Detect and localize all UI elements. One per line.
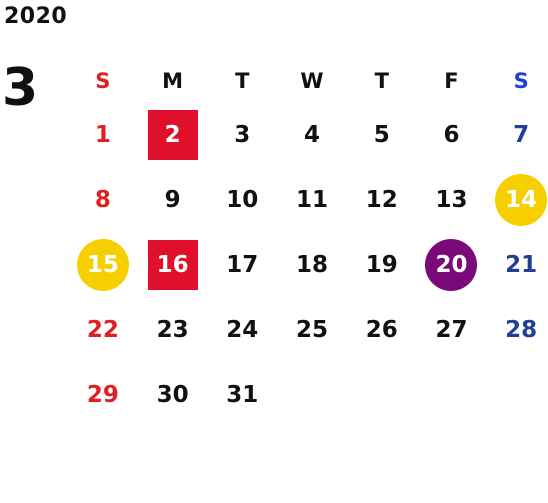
day-cell[interactable]: 24 bbox=[207, 297, 277, 362]
holiday-square-marker bbox=[147, 239, 198, 290]
day-cell[interactable]: 2 bbox=[138, 102, 208, 167]
day-cell[interactable]: 31 bbox=[207, 362, 277, 427]
purple-circle-marker bbox=[425, 238, 478, 291]
day-number: 5 bbox=[373, 121, 390, 148]
empty-day-cell bbox=[277, 362, 347, 427]
day-cell[interactable]: 27 bbox=[417, 297, 487, 362]
day-number: 30 bbox=[156, 381, 189, 408]
day-number: 9 bbox=[164, 186, 181, 213]
day-number: 24 bbox=[226, 316, 259, 343]
day-number: 1 bbox=[94, 121, 111, 148]
day-number: 7 bbox=[513, 121, 530, 148]
day-cell[interactable]: 23 bbox=[138, 297, 208, 362]
weekday-header-tuesday: T bbox=[235, 69, 250, 93]
day-cell[interactable]: 20 bbox=[417, 232, 487, 297]
weekday-header-cell: M bbox=[138, 60, 208, 102]
day-number: 29 bbox=[86, 381, 119, 408]
day-cell[interactable]: 22 bbox=[68, 297, 138, 362]
weekday-header-saturday: S bbox=[513, 69, 529, 93]
weekday-header-thursday: T bbox=[374, 69, 389, 93]
day-cell[interactable]: 19 bbox=[347, 232, 417, 297]
day-number: 26 bbox=[365, 316, 398, 343]
day-cell[interactable]: 14 bbox=[486, 167, 548, 232]
day-number: 18 bbox=[296, 251, 329, 278]
weekday-header-sunday: S bbox=[95, 69, 111, 93]
calendar-year: 2020 bbox=[4, 4, 68, 29]
weekday-header-cell: F bbox=[417, 60, 487, 102]
day-number: 16 bbox=[156, 251, 189, 278]
day-number: 11 bbox=[296, 186, 329, 213]
weekday-header-friday: F bbox=[444, 69, 459, 93]
day-cell[interactable]: 16 bbox=[138, 232, 208, 297]
day-cell[interactable]: 9 bbox=[138, 167, 208, 232]
day-cell[interactable]: 1 bbox=[68, 102, 138, 167]
day-number: 20 bbox=[435, 251, 468, 278]
day-number: 12 bbox=[365, 186, 398, 213]
day-cell[interactable]: 17 bbox=[207, 232, 277, 297]
day-number: 10 bbox=[226, 186, 259, 213]
week-row: 29 30 31 bbox=[68, 362, 548, 427]
day-number: 27 bbox=[435, 316, 468, 343]
day-number: 3 bbox=[234, 121, 251, 148]
empty-day-cell bbox=[417, 362, 487, 427]
yellow-circle-marker bbox=[76, 238, 129, 291]
day-number: 23 bbox=[156, 316, 189, 343]
day-cell[interactable]: 13 bbox=[417, 167, 487, 232]
week-row: 22 23 24 25 26 27 28 bbox=[68, 297, 548, 362]
day-number: 17 bbox=[226, 251, 259, 278]
day-cell[interactable]: 28 bbox=[486, 297, 548, 362]
day-number: 22 bbox=[86, 316, 119, 343]
day-number: 13 bbox=[435, 186, 468, 213]
week-row: 8 9 10 11 12 13 14 bbox=[68, 167, 548, 232]
weekday-header-cell: S bbox=[486, 60, 548, 102]
empty-day-cell bbox=[486, 362, 548, 427]
day-cell[interactable]: 12 bbox=[347, 167, 417, 232]
day-cell[interactable]: 25 bbox=[277, 297, 347, 362]
empty-day-cell bbox=[347, 362, 417, 427]
day-number: 28 bbox=[505, 316, 538, 343]
day-cell[interactable]: 5 bbox=[347, 102, 417, 167]
day-cell[interactable]: 21 bbox=[486, 232, 548, 297]
weekday-header-wednesday: W bbox=[300, 69, 324, 93]
day-cell[interactable]: 15 bbox=[68, 232, 138, 297]
day-cell[interactable]: 6 bbox=[417, 102, 487, 167]
week-row: 1 2 3 4 5 6 7 bbox=[68, 102, 548, 167]
calendar-month-number: 3 bbox=[2, 58, 39, 118]
day-cell[interactable]: 8 bbox=[68, 167, 138, 232]
day-number: 31 bbox=[226, 381, 259, 408]
day-number: 4 bbox=[304, 121, 321, 148]
weekday-header-monday: M bbox=[162, 69, 184, 93]
day-cell[interactable]: 4 bbox=[277, 102, 347, 167]
weekday-header-cell: W bbox=[277, 60, 347, 102]
weekday-header-cell: T bbox=[207, 60, 277, 102]
day-number: 21 bbox=[505, 251, 538, 278]
week-row: 15 16 17 18 19 20 21 bbox=[68, 232, 548, 297]
weekday-header-cell: S bbox=[68, 60, 138, 102]
weekday-header-cell: T bbox=[347, 60, 417, 102]
day-number: 8 bbox=[94, 186, 111, 213]
day-cell[interactable]: 10 bbox=[207, 167, 277, 232]
day-cell[interactable]: 29 bbox=[68, 362, 138, 427]
day-number: 25 bbox=[296, 316, 329, 343]
day-number: 19 bbox=[365, 251, 398, 278]
day-number: 14 bbox=[505, 186, 538, 213]
day-cell[interactable]: 11 bbox=[277, 167, 347, 232]
yellow-circle-marker bbox=[495, 173, 548, 226]
day-cell[interactable]: 30 bbox=[138, 362, 208, 427]
holiday-square-marker bbox=[147, 109, 198, 160]
day-cell[interactable]: 7 bbox=[486, 102, 548, 167]
day-number: 6 bbox=[443, 121, 460, 148]
day-number: 15 bbox=[86, 251, 119, 278]
day-number: 2 bbox=[164, 121, 181, 148]
day-cell[interactable]: 26 bbox=[347, 297, 417, 362]
day-cell[interactable]: 3 bbox=[207, 102, 277, 167]
day-cell[interactable]: 18 bbox=[277, 232, 347, 297]
